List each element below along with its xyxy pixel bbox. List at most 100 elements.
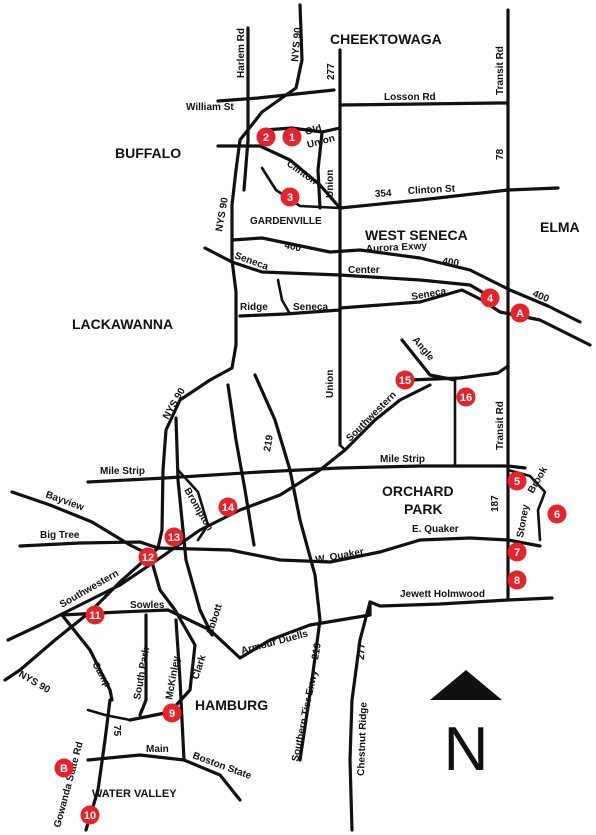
label-clinton-st: Clinton St (408, 184, 456, 197)
label-brook: Brook (526, 465, 550, 496)
marker-1[interactable]: 1 (282, 127, 302, 147)
label-clinton: Clinton (284, 158, 319, 187)
road-harlem (242, 26, 250, 192)
marker-1-label: 1 (289, 132, 295, 144)
marker-6[interactable]: 6 (547, 504, 567, 524)
label-219: 219 (262, 434, 276, 453)
label-union-south: Union (325, 370, 336, 398)
marker-B[interactable]: B (54, 758, 74, 778)
marker-4[interactable]: 4 (480, 288, 500, 308)
label-old: Old (304, 123, 323, 138)
road-nys90 (156, 3, 304, 550)
marker-3-label: 3 (287, 192, 293, 204)
label-mile-strip-west: Mile Strip (100, 466, 145, 477)
road-william (216, 88, 336, 103)
label-aurora: Aurora Exwy (366, 241, 428, 255)
road-southwestern-north (6, 383, 432, 642)
label-354: 354 (375, 188, 393, 200)
label-400-b: 400 (442, 256, 460, 269)
road-seneca-west (203, 246, 342, 277)
marker-10[interactable]: 10 (80, 805, 100, 825)
label-william: William St (186, 102, 234, 113)
label-219-s: 219 (310, 642, 324, 661)
marker-16-label: 16 (460, 392, 472, 404)
place-elma: ELMA (540, 219, 580, 235)
label-center: Center (348, 265, 380, 276)
marker-4-label: 4 (487, 293, 494, 305)
label-main: Main (146, 744, 169, 755)
label-277-top: 277 (326, 63, 337, 80)
label-seneca-mid: Seneca (293, 302, 328, 313)
marker-8-label: 8 (514, 575, 520, 587)
label-southern-tier: Southern Tier Exwy (290, 669, 320, 763)
road-center (338, 273, 484, 294)
road-south-park (138, 613, 148, 717)
road-union-north (316, 131, 324, 210)
road-camp (60, 613, 114, 702)
marker-3[interactable]: 3 (280, 187, 300, 207)
compass-letter: N (444, 715, 489, 784)
road-abbott (174, 416, 214, 637)
marker-9[interactable]: 9 (162, 703, 182, 723)
label-400-a: 400 (283, 240, 302, 254)
marker-16[interactable]: 16 (456, 387, 476, 407)
marker-11[interactable]: 11 (85, 605, 105, 625)
marker-7-label: 7 (514, 547, 520, 559)
label-stoney: Stoney (515, 503, 532, 538)
marker-14[interactable]: 14 (218, 497, 238, 517)
place-park: PARK (404, 501, 443, 517)
label-nys90-low: NYS 90 (161, 386, 188, 422)
label-harlem: Harlem Rd (236, 28, 247, 78)
road-hamburg-link (86, 708, 132, 722)
road-seneca-east (338, 288, 592, 347)
label-jewett: Jewett Holmwood (400, 589, 485, 600)
road-brompton (176, 468, 210, 542)
marker-9-label: 9 (169, 708, 175, 720)
marker-B-label: B (60, 763, 68, 775)
road-labels: Harlem Rd NYS 90 277 Transit Rd William … (17, 27, 551, 829)
road-boston-state (182, 758, 242, 802)
place-water-valley: WATER VALLEY (92, 788, 177, 800)
marker-12[interactable]: 12 (138, 547, 158, 567)
marker-5[interactable]: 5 (507, 471, 527, 491)
marker-2[interactable]: 2 (256, 127, 276, 147)
label-nys90-sw: NYS 90 (17, 669, 53, 696)
label-277-s: 277 (356, 643, 368, 660)
road-losson (338, 101, 509, 107)
road-network (3, 3, 592, 832)
label-transit-top: Transit Rd (495, 46, 506, 95)
marker-13[interactable]: 13 (164, 527, 184, 547)
label-union-north: Union (325, 170, 336, 198)
road-jewett (368, 596, 554, 608)
marker-A[interactable]: A (510, 303, 530, 323)
road-ridge (238, 308, 342, 318)
label-e-quaker: E. Quaker (412, 524, 459, 535)
place-hamburg: HAMBURG (195, 697, 268, 713)
label-south-park: South Park (132, 646, 152, 700)
road-sowles (60, 608, 187, 620)
marker-15[interactable]: 15 (395, 370, 415, 390)
road-aurora-exwy (230, 236, 582, 324)
place-cheektowaga: CHEEKTOWAGA (330, 31, 442, 47)
marker-12-label: 12 (142, 552, 154, 564)
label-losson: Losson Rd (384, 92, 436, 103)
road-219 (253, 373, 322, 762)
label-75: 75 (111, 725, 122, 737)
road-mile-strip (86, 464, 527, 484)
label-abbott: Abbott (204, 602, 225, 637)
place-lackawanna: LACKAWANNA (72, 316, 173, 332)
road-clinton-west (216, 144, 342, 210)
marker-15-label: 15 (399, 375, 411, 387)
marker-7[interactable]: 7 (507, 542, 527, 562)
place-buffalo: BUFFALO (115, 145, 181, 161)
label-transit-low: Transit Rd (495, 401, 506, 450)
marker-8[interactable]: 8 (507, 570, 527, 590)
marker-13-label: 13 (168, 532, 180, 544)
label-armour: Armour Duells (240, 628, 310, 657)
label-w-quaker: W. Quaker (315, 547, 365, 566)
place-labels: CHEEKTOWAGA BUFFALO GARDENVILLE WEST SEN… (72, 31, 580, 800)
label-ridge: Ridge (240, 302, 268, 313)
label-187: 187 (490, 495, 501, 512)
road-clinton-st (338, 186, 560, 210)
